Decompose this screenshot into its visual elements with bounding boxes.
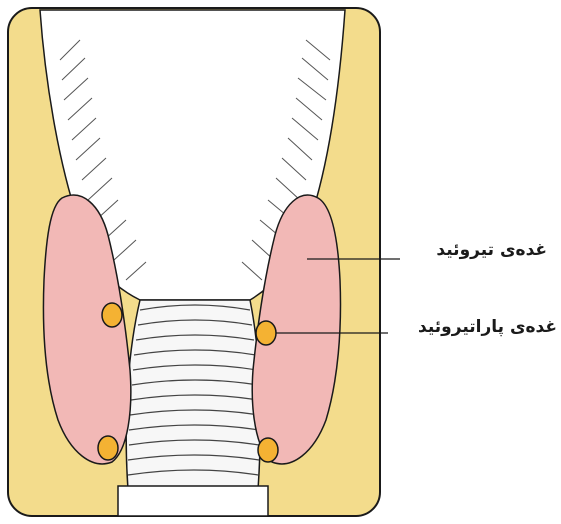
trachea-base — [118, 486, 268, 516]
parathyroid-left-lower — [98, 436, 118, 460]
thyroid-label: غده‌ی تیروئید — [436, 240, 547, 260]
parathyroid-label: غده‌ی پاراتیروئید — [418, 317, 557, 337]
parathyroid-right-upper — [256, 321, 276, 345]
parathyroid-right-lower — [258, 438, 278, 462]
parathyroid-left-upper — [102, 303, 122, 327]
